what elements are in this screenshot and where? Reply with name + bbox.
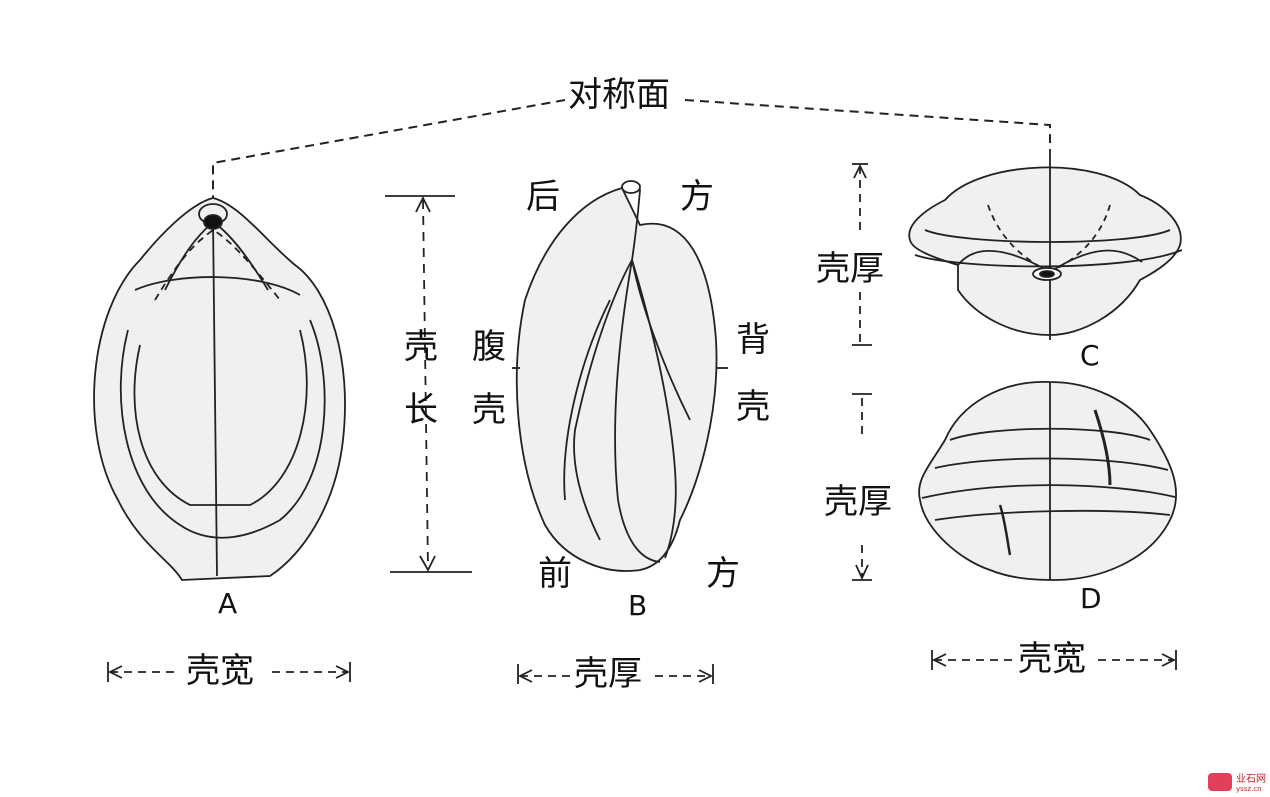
figure-letter-c: C <box>1080 339 1100 372</box>
watermark-text: 业石网 <box>1236 774 1266 785</box>
figure-letter-a: A <box>218 587 238 620</box>
shell-thickness-c-dimension <box>852 163 872 346</box>
posterior-label-1: 后 <box>526 177 560 217</box>
dorsal-label-2: 壳 <box>736 387 770 427</box>
shell-width-a-label: 壳宽 <box>186 651 254 691</box>
shell-thickness-b-dimension <box>517 664 714 684</box>
watermark: 业石网 yssz.cn <box>1208 770 1266 793</box>
watermark-logo-icon <box>1208 772 1232 791</box>
watermark-subtext: yssz.cn <box>1236 785 1262 793</box>
symmetry-plane-leader <box>212 99 1051 200</box>
ventral-label-2: 壳 <box>472 390 506 430</box>
shell-length-label-1: 壳 <box>404 327 438 367</box>
shell-thickness-d-dimension <box>852 393 872 581</box>
figure-letter-b: B <box>628 589 648 622</box>
shell-b-outline <box>512 180 728 572</box>
shell-width-d-dimension <box>931 650 1177 670</box>
dorsal-label-1: 背 <box>736 320 770 360</box>
shell-thickness-b-label: 壳厚 <box>574 654 642 694</box>
symmetry-plane-label: 对称面 <box>568 75 670 115</box>
shell-a-outline <box>93 197 346 581</box>
shell-thickness-c-label: 壳厚 <box>816 249 884 289</box>
shell-d-outline <box>918 381 1177 581</box>
shell-length-label-2: 长 <box>404 390 438 430</box>
figure-letter-d: D <box>1080 582 1102 615</box>
shell-length-dimension <box>385 195 472 573</box>
anterior-label-2: 方 <box>706 554 740 594</box>
ventral-label-1: 腹 <box>472 327 506 367</box>
shell-thickness-d-label: 壳厚 <box>824 482 892 522</box>
posterior-label-2: 方 <box>680 177 714 217</box>
shell-c-outline <box>908 150 1183 340</box>
anterior-label-1: 前 <box>538 554 572 594</box>
shell-width-d-label: 壳宽 <box>1018 639 1086 679</box>
shell-width-a-dimension <box>107 662 351 682</box>
